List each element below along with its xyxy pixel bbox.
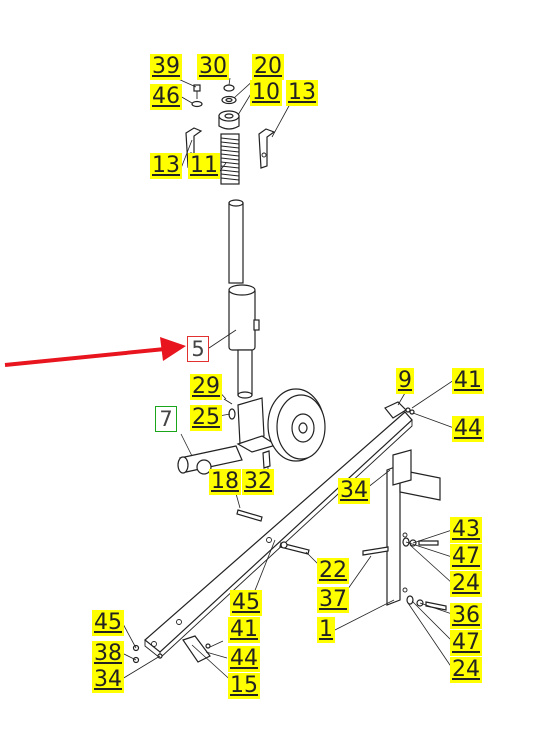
washer-20 <box>221 95 237 105</box>
callout-20: 20 <box>252 54 284 80</box>
upright-post-1 <box>386 449 441 606</box>
callout-24-top: 24 <box>450 571 482 597</box>
callout-46: 46 <box>150 84 182 110</box>
callout-41-top: 41 <box>452 368 484 394</box>
callout-44-bottom: 44 <box>228 646 260 672</box>
callout-44-top: 44 <box>452 416 484 442</box>
washer-46 <box>191 100 203 108</box>
callout-45-left: 45 <box>92 610 124 636</box>
callout-11: 11 <box>188 153 220 179</box>
callout-30: 30 <box>197 54 229 80</box>
column-5 <box>228 199 260 399</box>
callout-36: 36 <box>450 603 482 629</box>
washers-top-right <box>402 537 439 547</box>
pointer-arrow <box>4 337 186 367</box>
roller-7 <box>177 445 243 475</box>
callout-22: 22 <box>317 558 349 584</box>
leader-lines <box>121 77 455 686</box>
callout-38: 38 <box>92 641 124 667</box>
fork-bracket <box>236 397 278 453</box>
callout-10: 10 <box>250 80 282 106</box>
callout-24-bottom: 24 <box>450 657 482 683</box>
callout-25: 25 <box>190 405 222 431</box>
bushing-10 <box>218 110 240 130</box>
bracket-13-right <box>258 128 276 169</box>
pin-32 <box>262 450 271 469</box>
callout-47-top: 47 <box>450 544 482 570</box>
washers-bottom-right <box>406 595 447 611</box>
ring-30 <box>223 84 235 92</box>
callout-18: 18 <box>209 469 241 495</box>
bolt-22 <box>279 541 310 555</box>
shaft-18 <box>236 509 263 522</box>
callout-37: 37 <box>317 587 349 613</box>
pin-29 <box>223 398 233 405</box>
pulley-wheel <box>267 388 326 462</box>
screw-39 <box>193 84 201 99</box>
callout-32: 32 <box>242 469 274 495</box>
spring-11 <box>220 133 240 185</box>
selected-part-7[interactable]: 7 <box>155 406 177 432</box>
bottom-left-fasteners <box>132 644 163 664</box>
highlighted-part-5[interactable]: 5 <box>187 336 209 362</box>
callout-13-left: 13 <box>150 153 182 179</box>
callout-13-right: 13 <box>286 80 318 106</box>
callout-34-left: 34 <box>92 667 124 693</box>
bolt-37 <box>362 546 389 556</box>
callout-47-bottom: 47 <box>450 630 482 656</box>
callout-9: 9 <box>396 368 414 394</box>
callout-39: 39 <box>150 54 182 80</box>
fastener-41-44-top <box>405 407 415 415</box>
callout-41-bottom: 41 <box>228 617 260 643</box>
callout-45-mid: 45 <box>230 590 262 616</box>
callout-15: 15 <box>228 673 260 699</box>
callout-43: 43 <box>450 517 482 543</box>
callout-29: 29 <box>190 374 222 400</box>
callout-1: 1 <box>317 617 335 643</box>
callout-34-mid: 34 <box>338 478 370 504</box>
